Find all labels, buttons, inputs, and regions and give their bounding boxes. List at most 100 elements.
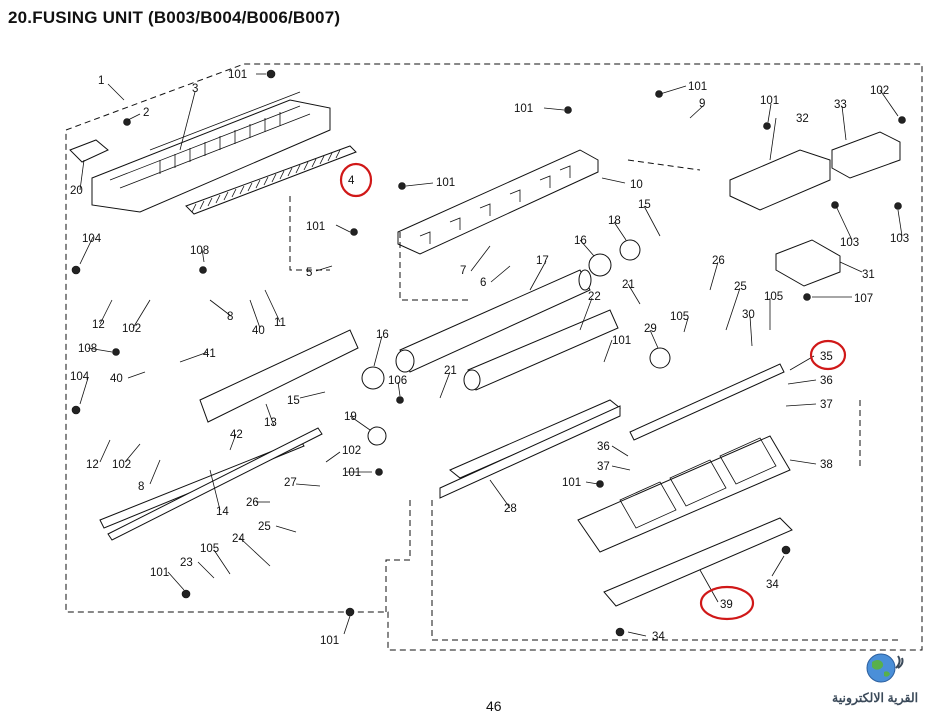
page-title: 20.FUSING UNIT (B003/B004/B006/B007) bbox=[8, 8, 341, 27]
callout-8: 8 bbox=[227, 311, 233, 323]
callout-105: 105 bbox=[200, 543, 219, 555]
globe-icon bbox=[866, 653, 904, 683]
callout-24: 24 bbox=[232, 533, 245, 545]
callout-21: 21 bbox=[444, 365, 457, 377]
callout-102: 102 bbox=[122, 323, 141, 335]
callout-33: 33 bbox=[834, 99, 847, 111]
callout-26: 26 bbox=[246, 497, 259, 509]
watermark-logo: القرية الالكترونية bbox=[826, 646, 942, 718]
callout-101: 101 bbox=[562, 477, 581, 489]
callout-25: 25 bbox=[258, 521, 271, 533]
callout-8: 8 bbox=[138, 481, 144, 493]
callout-39: 39 bbox=[720, 599, 733, 611]
gear-18-part bbox=[619, 239, 641, 261]
side-plate-part bbox=[199, 329, 359, 423]
watermark-text: القرية الالكترونية bbox=[832, 691, 919, 705]
guide-plate-part bbox=[577, 435, 791, 553]
callout-104: 104 bbox=[82, 233, 102, 245]
callout-6: 6 bbox=[480, 277, 486, 289]
leader-lines bbox=[79, 73, 903, 637]
callout-11: 11 bbox=[274, 317, 286, 329]
bracket-assembly-part bbox=[397, 149, 599, 255]
callout-101: 101 bbox=[306, 221, 325, 233]
callout-16: 16 bbox=[574, 235, 587, 247]
gear-16b-part bbox=[361, 366, 385, 390]
callout-22: 22 bbox=[588, 291, 601, 303]
callout-21: 21 bbox=[622, 279, 635, 291]
callout-41: 41 bbox=[203, 348, 216, 360]
callout-101: 101 bbox=[612, 335, 631, 347]
lower-plate-part bbox=[603, 517, 793, 607]
callout-101: 101 bbox=[688, 81, 707, 93]
callout-23: 23 bbox=[180, 557, 193, 569]
gear-29-part bbox=[649, 347, 671, 369]
callout-37: 37 bbox=[597, 461, 610, 473]
callout-27: 27 bbox=[284, 477, 297, 489]
callout-103: 103 bbox=[840, 237, 859, 249]
callout-36: 36 bbox=[820, 375, 833, 387]
switch-assembly-part bbox=[729, 131, 901, 287]
fusing-cover-part bbox=[91, 91, 357, 215]
callout-4: 4 bbox=[348, 175, 355, 187]
callout-101: 101 bbox=[150, 567, 169, 579]
callout-34: 34 bbox=[766, 579, 779, 591]
callout-102: 102 bbox=[112, 459, 131, 471]
callout-101: 101 bbox=[320, 635, 339, 647]
callout-101: 101 bbox=[514, 103, 533, 115]
callout-106: 106 bbox=[388, 375, 407, 387]
callout-16: 16 bbox=[376, 329, 389, 341]
highlight-marks bbox=[339, 162, 847, 621]
callout-102: 102 bbox=[342, 445, 361, 457]
callout-19: 19 bbox=[344, 411, 357, 423]
callout-5: 5 bbox=[306, 267, 312, 279]
lamp-part bbox=[99, 427, 323, 541]
highlight-ring-4 bbox=[339, 162, 373, 198]
connector-dashed-lines bbox=[289, 159, 900, 641]
outer-dashed-boundary bbox=[65, 63, 923, 651]
callout-31: 31 bbox=[862, 269, 875, 281]
callout-12: 12 bbox=[92, 319, 105, 331]
callout-15: 15 bbox=[287, 395, 300, 407]
callout-101: 101 bbox=[342, 467, 361, 479]
lower-frame-part bbox=[439, 399, 621, 499]
callout-7: 7 bbox=[460, 265, 466, 277]
highlight-ring-39 bbox=[699, 585, 755, 621]
callout-40: 40 bbox=[252, 325, 265, 337]
pressure-roller-part bbox=[463, 309, 619, 391]
callout-17: 17 bbox=[536, 255, 549, 267]
callout-15: 15 bbox=[638, 199, 651, 211]
callout-108: 108 bbox=[190, 245, 209, 257]
callout-labels: 1 2 3 101 20 4 101 101 5 7 6 101 9 10 10… bbox=[70, 69, 909, 647]
callout-10: 10 bbox=[630, 179, 643, 191]
callout-32: 32 bbox=[796, 113, 809, 125]
callout-2: 2 bbox=[143, 107, 149, 119]
callout-12: 12 bbox=[86, 459, 99, 471]
callout-34: 34 bbox=[652, 631, 665, 643]
highlight-ring-35 bbox=[809, 339, 847, 371]
callout-105: 105 bbox=[764, 291, 783, 303]
callout-107: 107 bbox=[854, 293, 873, 305]
callout-35: 35 bbox=[820, 351, 833, 363]
screw-icons bbox=[71, 69, 906, 637]
callout-101: 101 bbox=[228, 69, 247, 81]
small-plate-part bbox=[69, 139, 109, 163]
roller-35-part bbox=[629, 363, 785, 441]
callout-25: 25 bbox=[734, 281, 747, 293]
callout-36: 36 bbox=[597, 441, 610, 453]
callout-28: 28 bbox=[504, 503, 517, 515]
callout-1: 1 bbox=[98, 75, 104, 87]
gear-16-part bbox=[588, 253, 612, 277]
callout-38: 38 bbox=[820, 459, 833, 471]
callout-104: 104 bbox=[70, 371, 90, 383]
callout-101: 101 bbox=[436, 177, 455, 189]
callout-37: 37 bbox=[820, 399, 833, 411]
callout-14: 14 bbox=[216, 506, 229, 518]
callout-108: 108 bbox=[78, 343, 97, 355]
callout-18: 18 bbox=[608, 215, 621, 227]
gear-19-part bbox=[367, 426, 387, 446]
callout-102: 102 bbox=[870, 85, 889, 97]
hot-roller-part bbox=[395, 269, 592, 373]
callout-13: 13 bbox=[264, 417, 277, 429]
callout-101: 101 bbox=[760, 95, 779, 107]
callout-40: 40 bbox=[110, 373, 123, 385]
